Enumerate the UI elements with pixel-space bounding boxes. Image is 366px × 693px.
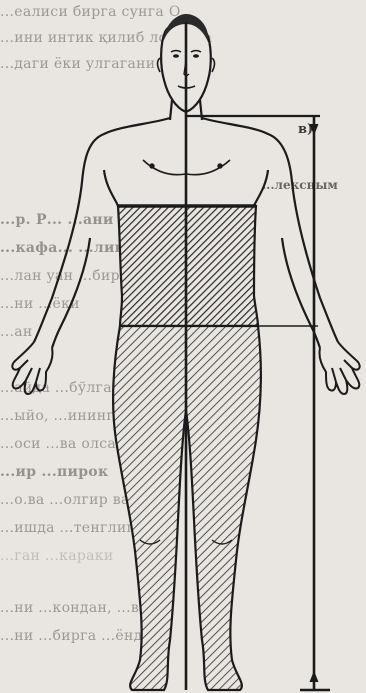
left-eye xyxy=(173,54,179,58)
left-hand xyxy=(12,342,52,394)
right-hand xyxy=(319,342,359,394)
right-eye xyxy=(193,54,199,58)
torso-region xyxy=(118,206,258,326)
